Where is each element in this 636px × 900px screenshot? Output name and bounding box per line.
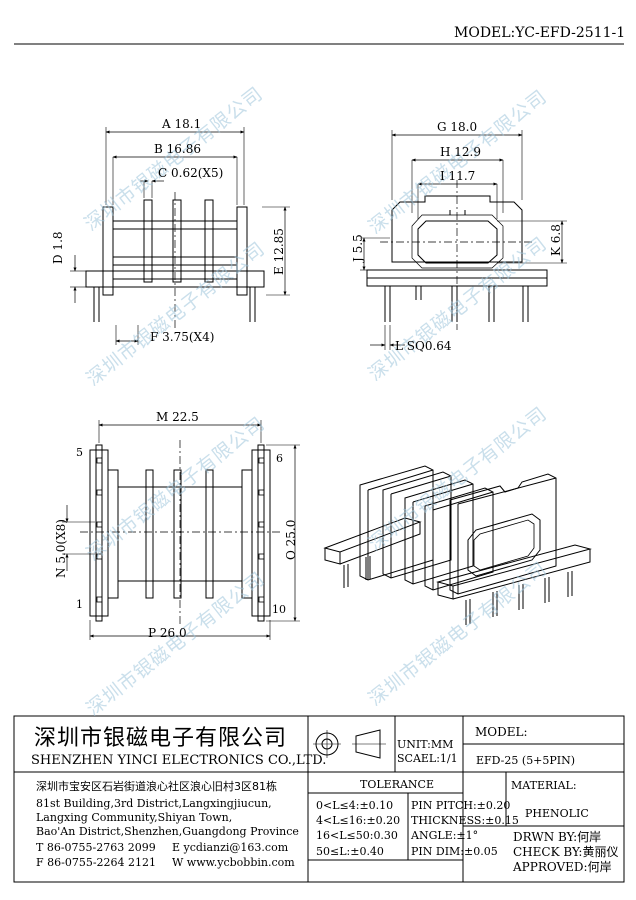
pin-pitch: PIN PITCH:±0.20 <box>411 799 511 812</box>
address-cn: 深圳市宝安区石岩街道浪心社区浪心旧村3区81栋 <box>36 780 277 793</box>
email: E ycdianzi@163.com <box>172 841 289 854</box>
thickness: THICKNESS:±0.15 <box>411 814 519 827</box>
pin-number-1: 1 <box>76 598 83 611</box>
dim-k-label: K 6.8 <box>549 224 563 256</box>
material-value: PHENOLIC <box>525 807 589 820</box>
telephone: T 86-0755-2763 2099 <box>36 841 156 854</box>
dim-h-label: H 12.9 <box>440 145 481 159</box>
scale-label: SCAEL:1/1 <box>397 752 458 765</box>
pin-number-6: 6 <box>276 452 283 465</box>
dim-m-label: M 22.5 <box>156 410 199 424</box>
dim-l-label: L SQ0.64 <box>395 339 452 353</box>
angle: ANGLE:±1° <box>411 829 479 842</box>
dim-d-label: D 1.8 <box>51 231 65 264</box>
drawn-by: DRWN BY:何岸 <box>513 830 602 844</box>
material-header: MATERIAL: <box>511 779 577 792</box>
unit-label: UNIT:MM <box>397 738 454 751</box>
isometric-view <box>323 465 592 625</box>
front-view <box>70 127 290 345</box>
pin-dim: PIN DIM:±0.05 <box>411 845 498 858</box>
dim-p-label: P 26.0 <box>148 626 187 640</box>
website: W www.ycbobbin.com <box>172 856 295 869</box>
dim-o-label: O 25.0 <box>284 519 298 560</box>
dim-c-label: C 0.62(X5) <box>158 166 224 180</box>
tolerance-row-3: 16<L≤50:0.30 <box>316 829 398 842</box>
company-name-cn: 深圳市银磁电子有限公司 <box>34 726 288 751</box>
dim-b-label: B 16.86 <box>154 142 201 156</box>
title-block-frame <box>13 715 625 883</box>
tolerance-row-2: 4<L≤16:±0.20 <box>316 814 401 827</box>
model-value: EFD-25 (5+5PIN) <box>476 754 576 767</box>
dim-n-label: N 5.0(X8) <box>54 519 68 578</box>
tolerance-row-4: 50≤L:±0.40 <box>316 845 384 858</box>
pin-number-5: 5 <box>76 446 83 459</box>
tolerance-header: TOLERANCE <box>360 778 434 791</box>
side-view <box>360 130 567 350</box>
dim-a-label: A 18.1 <box>162 117 202 131</box>
dim-e-label: E 12.85 <box>272 228 286 275</box>
model-label: MODEL:YC-EFD-2511-1 <box>454 25 626 41</box>
company-name-en: SHENZHEN YINCI ELECTRONICS CO.,LTD. <box>31 753 327 768</box>
dim-g-label: G 18.0 <box>437 120 478 134</box>
check-by: CHECK BY:黄丽仪 <box>513 845 619 859</box>
dim-i-label: I 11.7 <box>440 169 476 183</box>
dim-f-label: F 3.75(X4) <box>150 330 215 344</box>
fax: F 86-0755-2264 2121 <box>36 856 157 869</box>
dim-j-label: J 5.5 <box>351 234 365 262</box>
tolerance-row-1: 0<L≤4:±0.10 <box>316 799 394 812</box>
pin-number-10: 10 <box>272 603 286 616</box>
approved-by: APPROVED:何岸 <box>513 860 612 874</box>
address-en-line-1: 81st Building,3rd District,Langxingjiucu… <box>36 797 272 810</box>
address-en-line-2: Langxing Community,Shiyan Town, <box>36 811 233 824</box>
model-header: MODEL: <box>475 725 528 739</box>
bottom-view <box>62 420 300 640</box>
address-en-line-3: Bao'An District,Shenzhen,Guangdong Provi… <box>36 825 299 838</box>
